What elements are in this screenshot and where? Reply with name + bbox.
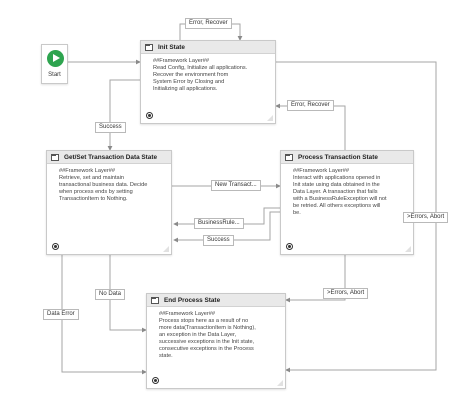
state-title: Init State [158,43,185,51]
state-description: ##Framework Layer## Retrieve, set and ma… [59,168,148,202]
resize-grip-icon[interactable] [277,380,283,386]
start-label: Start [48,72,61,78]
state-description: ##Framework Layer## Process stops here a… [159,311,256,359]
state-process-transaction[interactable]: Process Transaction State ##Framework La… [280,150,414,255]
transition-label-success[interactable]: Success [95,122,126,133]
transition-label-init-error-recover[interactable]: Error, Recover [185,18,232,29]
state-icon [145,44,153,51]
resize-grip-icon[interactable] [267,115,273,121]
state-end-process[interactable]: End Process State ##Framework Layer## Pr… [146,293,286,389]
state-init[interactable]: Init State ##Framework Layer## Read Conf… [140,40,276,124]
entry-icon [152,377,159,384]
entry-icon [286,243,293,250]
state-header: Init State [141,41,275,54]
transition-label-process-error-recover[interactable]: Error, Recover [287,100,334,111]
transition-label-process-errors-abort[interactable]: >Errors, Abort [323,288,369,299]
resize-grip-icon[interactable] [163,246,169,252]
state-icon [151,297,159,304]
state-header: Get/Set Transaction Data State [47,151,171,164]
state-header: Process Transaction State [281,151,413,164]
state-icon [51,154,59,161]
transition-label-init-errors-abort[interactable]: >Errors, Abort [403,212,449,223]
resize-grip-icon[interactable] [405,246,411,252]
entry-icon [52,243,59,250]
transition-label-business-rule[interactable]: BusinessRule... [194,218,244,229]
play-icon [47,50,64,67]
state-title: Process Transaction State [298,153,378,161]
state-icon [285,154,293,161]
state-description: ##Framework Layer## Read Config, Initial… [153,58,248,92]
transition-label-new-transaction[interactable]: New Transact... [211,180,261,191]
transition-label-success[interactable]: Success [203,235,234,246]
state-title: End Process State [164,296,221,304]
state-header: End Process State [147,294,285,307]
transition-label-no-data[interactable]: No Data [95,289,126,300]
start-node[interactable]: Start [41,44,68,84]
state-title: Get/Set Transaction Data State [64,153,158,161]
state-description: ##Framework Layer## Interact with applic… [293,168,387,216]
entry-icon [146,112,153,119]
state-get-set-transaction[interactable]: Get/Set Transaction Data State ##Framewo… [46,150,172,255]
transition-label-data-error[interactable]: Data Error [43,309,79,320]
